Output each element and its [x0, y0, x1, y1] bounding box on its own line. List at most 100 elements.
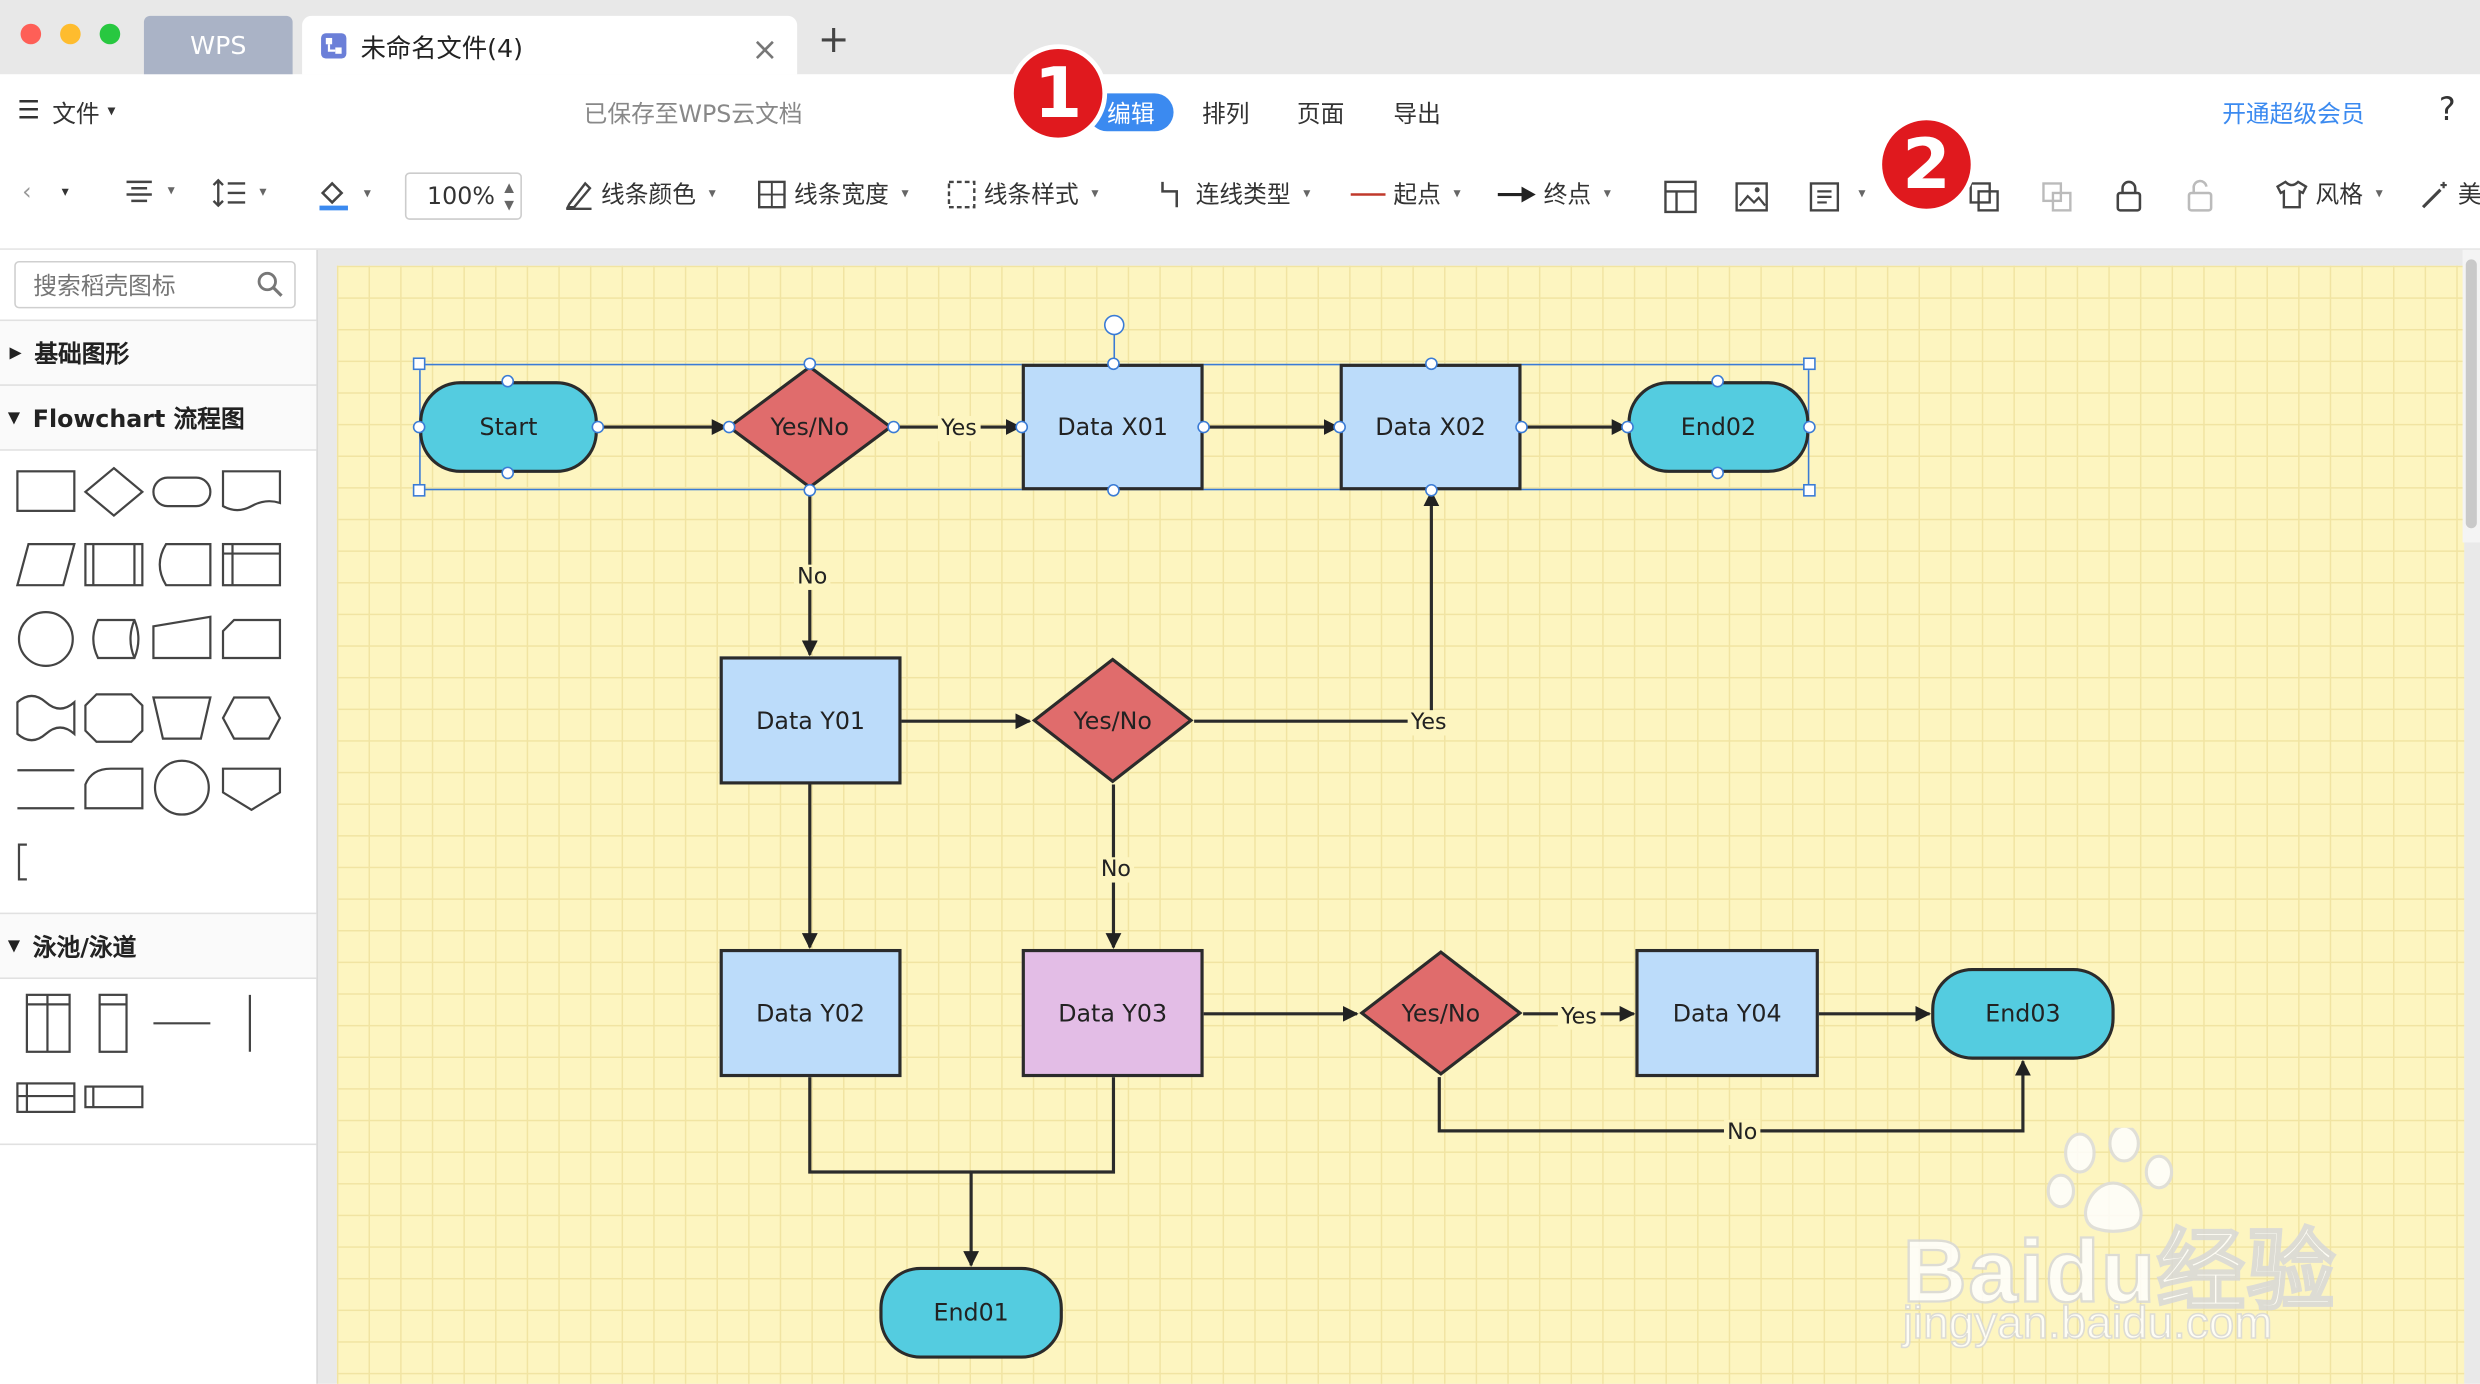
expanded-arrow-icon: ▼ [7, 937, 21, 955]
line-spacing-button[interactable]: ▾ [212, 177, 267, 209]
node-data-x01[interactable]: Data X01 [1021, 363, 1204, 491]
node-end02[interactable]: End02 [1627, 381, 1810, 473]
node-data-x02[interactable]: Data X02 [1339, 363, 1522, 491]
connection-handle[interactable] [591, 420, 605, 434]
flowchart-shape-palette[interactable] [0, 452, 316, 895]
title-bar: WPS 未命名文件(4) × + [0, 0, 2480, 75]
tab-arrange[interactable]: 排列 [1202, 99, 1250, 129]
connection-handle[interactable] [1711, 466, 1724, 480]
connection-handle[interactable] [1621, 420, 1634, 434]
node-decision-3[interactable]: Yes/No [1359, 949, 1523, 1077]
connection-handle[interactable] [1515, 420, 1528, 434]
section-flowchart[interactable]: ▼ Flowchart 流程图 [0, 384, 317, 451]
annotation-badge-1-number: 1 [1033, 52, 1083, 134]
shape-search-field[interactable] [14, 260, 296, 309]
selection-handle[interactable] [412, 357, 426, 371]
tab-export[interactable]: 导出 [1393, 99, 1441, 129]
ungroup-icon[interactable] [2040, 180, 2073, 220]
align-button[interactable]: ▾ [123, 177, 175, 205]
tab-page[interactable]: 页面 [1296, 99, 1345, 129]
scroll-left-icon[interactable]: ‹ [22, 177, 32, 206]
close-window-button[interactable] [20, 23, 42, 45]
style-button[interactable]: 风格▾ [2274, 177, 2383, 210]
diagram-page[interactable]: Start Yes/No Data X01 Data X02 End02 [336, 265, 2465, 1384]
node-data-y04[interactable]: Data Y04 [1635, 948, 1819, 1078]
connection-handle[interactable] [1107, 357, 1120, 371]
connector-type-button[interactable]: 连线类型▾ [1158, 177, 1310, 210]
connection-handle[interactable] [1333, 420, 1346, 434]
connection-handle[interactable] [1803, 420, 1816, 434]
line-color-label: 线条颜色 [601, 180, 696, 209]
connection-handle[interactable] [1425, 483, 1438, 497]
group-icon[interactable] [1968, 180, 2001, 220]
selection-handle[interactable] [1803, 483, 1816, 497]
menu-list-icon[interactable]: ☰ [17, 94, 41, 125]
node-decision-2[interactable]: Yes/No [1031, 656, 1194, 784]
zoom-window-button[interactable] [99, 23, 121, 45]
section-basic-shapes[interactable]: ▶ 基础图形 [0, 319, 317, 386]
connection-handle[interactable] [501, 466, 515, 480]
rotate-handle[interactable] [1103, 314, 1125, 336]
drawing-canvas[interactable]: Start Yes/No Data X01 Data X02 End02 [317, 249, 2480, 1384]
close-tab-icon[interactable]: × [751, 30, 779, 69]
image-icon[interactable] [1735, 180, 1768, 220]
more-dropdown-icon[interactable]: ▾ [61, 185, 69, 201]
file-menu[interactable]: 文件 [52, 99, 100, 129]
node-decision-1-label: Yes/No [770, 412, 850, 442]
connection-handle[interactable] [1425, 357, 1438, 371]
section-swimlane[interactable]: ▼ 泳池/泳道 [0, 912, 317, 980]
node-data-y01-label: Data Y01 [756, 706, 866, 735]
node-data-y01[interactable]: Data Y01 [719, 656, 902, 785]
tab-document[interactable]: 未命名文件(4) × [302, 15, 798, 75]
connection-handle[interactable] [803, 483, 817, 497]
connection-handle[interactable] [722, 420, 736, 434]
scrollbar-thumb[interactable] [2465, 259, 2477, 529]
line-style-button[interactable]: 线条样式▾ [946, 177, 1099, 210]
line-color-button[interactable]: 线条颜色▾ [563, 177, 716, 210]
start-point-button[interactable]: 起点▾ [1349, 177, 1461, 210]
end-point-button[interactable]: 终点▾ [1496, 177, 1611, 210]
tab-edit-label: 编辑 [1107, 98, 1155, 128]
node-start[interactable]: Start [419, 381, 598, 473]
connection-handle[interactable] [1107, 483, 1120, 497]
search-icon[interactable] [256, 270, 284, 298]
zoom-field[interactable]: 100% ▲▼ [404, 172, 522, 220]
selection-handle[interactable] [412, 483, 426, 497]
dashed-square-icon [947, 179, 976, 208]
selection-handle[interactable] [1803, 357, 1816, 371]
node-data-y04-label: Data Y04 [1672, 998, 1782, 1028]
node-data-y02[interactable]: Data Y02 [719, 948, 902, 1078]
text-box-icon[interactable]: ▾ [1808, 180, 1866, 220]
lock-icon[interactable] [2113, 179, 2145, 220]
connection-handle[interactable] [1197, 420, 1210, 434]
layout-icon[interactable] [1664, 180, 1697, 220]
vertical-scrollbar[interactable] [2462, 249, 2480, 543]
edge-label-yes: Yes [937, 415, 980, 442]
collapsed-arrow-icon: ▶ [9, 344, 22, 362]
vip-link[interactable]: 开通超级会员 [2222, 99, 2365, 129]
connection-handle[interactable] [412, 420, 426, 434]
minimize-window-button[interactable] [60, 23, 81, 45]
connection-handle[interactable] [803, 357, 817, 371]
node-end03[interactable]: End03 [1931, 967, 2115, 1060]
connection-handle[interactable] [887, 420, 900, 434]
node-decision-1[interactable]: Yes/No [726, 364, 894, 491]
unlock-icon[interactable] [2184, 179, 2216, 220]
line-width-button[interactable]: 线条宽度▾ [756, 177, 909, 210]
connection-handle[interactable] [1015, 420, 1029, 434]
connection-handle[interactable] [501, 374, 515, 388]
node-end01[interactable]: End01 [879, 1266, 1063, 1359]
shape-search-input[interactable] [30, 264, 258, 309]
connection-handle[interactable] [1711, 374, 1724, 388]
node-decision-2-label: Yes/No [1073, 706, 1152, 735]
tab-wps[interactable]: WPS [143, 15, 293, 75]
beautify-button[interactable]: 美 [2420, 177, 2480, 210]
swimlane-shape-palette[interactable] [0, 981, 316, 1139]
zoom-stepper-icon[interactable]: ▲▼ [504, 180, 515, 212]
new-tab-button[interactable]: + [817, 17, 850, 62]
help-icon[interactable]: ? [2438, 90, 2456, 129]
node-end01-label: End01 [933, 1298, 1009, 1327]
fill-color-button[interactable]: ▾ [316, 177, 371, 212]
fill-bucket-icon [319, 181, 348, 211]
node-data-y03[interactable]: Data Y03 [1021, 948, 1204, 1078]
